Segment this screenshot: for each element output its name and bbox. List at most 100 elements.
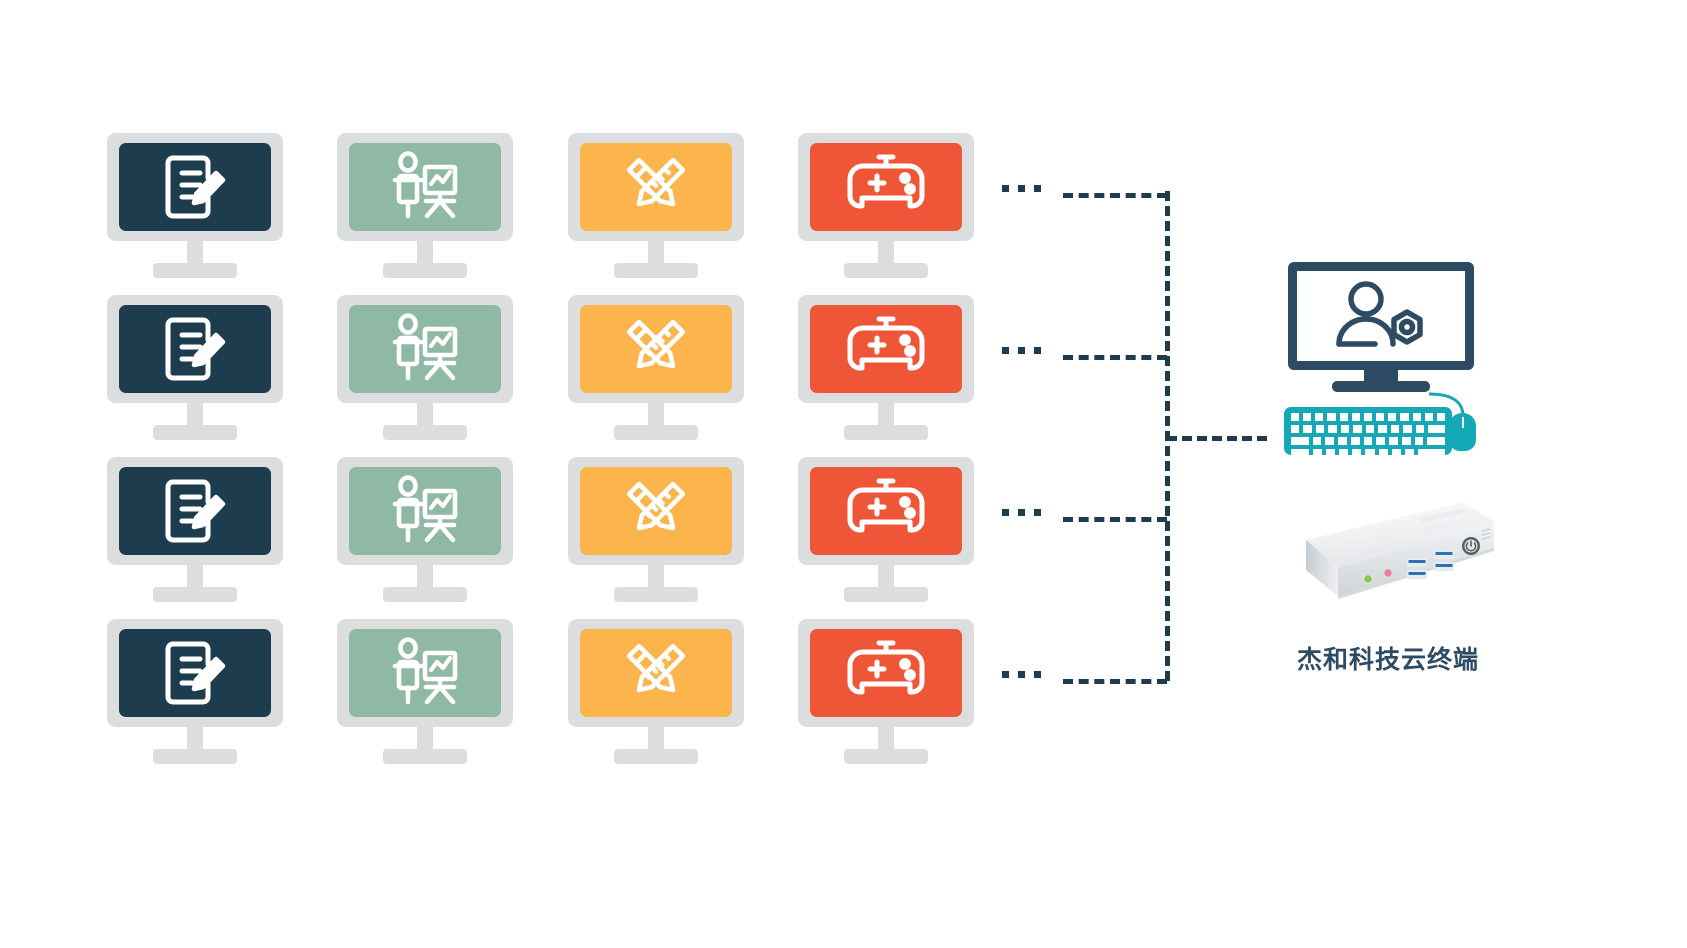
monitor-neck (648, 403, 664, 427)
monitor-base (153, 425, 237, 440)
client-monitor-gaming[interactable] (798, 295, 974, 445)
monitor-screen (810, 305, 962, 393)
client-monitor-presentation[interactable] (337, 133, 513, 283)
monitor-neck (878, 727, 894, 751)
admin-monitor-neck (1364, 370, 1398, 383)
monitor-neck (648, 727, 664, 751)
monitor-screen (119, 143, 271, 231)
client-monitor-gaming[interactable] (798, 619, 974, 769)
client-monitor-design[interactable] (568, 457, 744, 607)
mini-pc-device[interactable] (1268, 496, 1496, 616)
monitor-neck (648, 241, 664, 265)
client-monitor-design[interactable] (568, 295, 744, 445)
connector-branch-row-1 (1063, 355, 1167, 360)
client-monitor-gaming[interactable] (798, 457, 974, 607)
gamepad-icon (846, 315, 926, 383)
document-edit-icon (158, 150, 232, 224)
client-monitor-design[interactable] (568, 133, 744, 283)
connector-branch-row-0 (1063, 193, 1167, 198)
monitor-neck (187, 727, 203, 751)
monitor-neck (648, 565, 664, 589)
presentation-chart-icon (388, 474, 462, 548)
monitor-neck (187, 241, 203, 265)
monitor-neck (878, 241, 894, 265)
keyboard-row (1291, 425, 1446, 433)
monitor-neck (187, 565, 203, 589)
monitor-base (844, 425, 928, 440)
monitor-screen (349, 629, 501, 717)
monitor-neck (878, 565, 894, 589)
presentation-chart-icon (388, 636, 462, 710)
monitor-base (153, 587, 237, 602)
pencil-ruler-icon (619, 150, 693, 224)
monitor-screen (349, 467, 501, 555)
keyboard-row (1291, 449, 1446, 457)
keyboard[interactable] (1284, 407, 1452, 469)
pencil-ruler-icon (619, 636, 693, 710)
monitor-screen (580, 143, 732, 231)
admin-console-monitor[interactable] (1288, 262, 1474, 392)
port-group (1362, 537, 1480, 585)
keyboard-row (1291, 413, 1446, 421)
monitor-base (844, 749, 928, 764)
client-monitor-document[interactable] (107, 133, 283, 283)
monitor-neck (878, 403, 894, 427)
monitor-base (614, 587, 698, 602)
presentation-chart-icon (388, 150, 462, 224)
monitor-base (383, 263, 467, 278)
monitor-base (383, 749, 467, 764)
admin-monitor-frame (1288, 262, 1474, 370)
monitor-base (614, 749, 698, 764)
row-ellipsis (1002, 509, 1041, 516)
client-monitor-presentation[interactable] (337, 295, 513, 445)
client-monitor-document[interactable] (107, 457, 283, 607)
monitor-screen (349, 305, 501, 393)
monitor-screen (119, 629, 271, 717)
row-ellipsis (1002, 347, 1041, 354)
monitor-neck (417, 727, 433, 751)
presentation-chart-icon (388, 312, 462, 386)
connector-branch-row-3 (1063, 679, 1167, 684)
client-monitor-presentation[interactable] (337, 619, 513, 769)
pencil-ruler-icon (619, 474, 693, 548)
keyboard-row (1291, 437, 1445, 445)
monitor-base (383, 425, 467, 440)
client-monitor-document[interactable] (107, 295, 283, 445)
monitor-base (614, 425, 698, 440)
connector-to-server (1167, 436, 1267, 441)
monitor-base (153, 263, 237, 278)
monitor-base (153, 749, 237, 764)
user-settings-icon (1325, 276, 1437, 357)
connector-branch-row-2 (1063, 517, 1167, 522)
client-monitor-gaming[interactable] (798, 133, 974, 283)
admin-monitor-base (1332, 381, 1430, 392)
monitor-screen (580, 629, 732, 717)
cloud-terminal-label: 杰和科技云终端 (1296, 645, 1479, 674)
pencil-ruler-icon (619, 312, 693, 386)
monitor-screen (810, 143, 962, 231)
monitor-neck (417, 403, 433, 427)
row-ellipsis (1002, 185, 1041, 192)
client-monitor-design[interactable] (568, 619, 744, 769)
row-ellipsis (1002, 671, 1041, 678)
gamepad-icon (846, 477, 926, 545)
mouse[interactable] (1449, 413, 1476, 451)
document-edit-icon (158, 636, 232, 710)
monitor-base (383, 587, 467, 602)
client-monitor-document[interactable] (107, 619, 283, 769)
document-edit-icon (158, 474, 232, 548)
gamepad-icon (846, 639, 926, 707)
gamepad-icon (846, 153, 926, 221)
client-monitor-presentation[interactable] (337, 457, 513, 607)
document-edit-icon (158, 312, 232, 386)
monitor-base (844, 263, 928, 278)
monitor-screen (580, 305, 732, 393)
monitor-screen (580, 467, 732, 555)
monitor-base (614, 263, 698, 278)
keyboard-row (1291, 461, 1445, 469)
monitor-screen (349, 143, 501, 231)
monitor-neck (417, 241, 433, 265)
monitor-base (844, 587, 928, 602)
monitor-screen (119, 305, 271, 393)
